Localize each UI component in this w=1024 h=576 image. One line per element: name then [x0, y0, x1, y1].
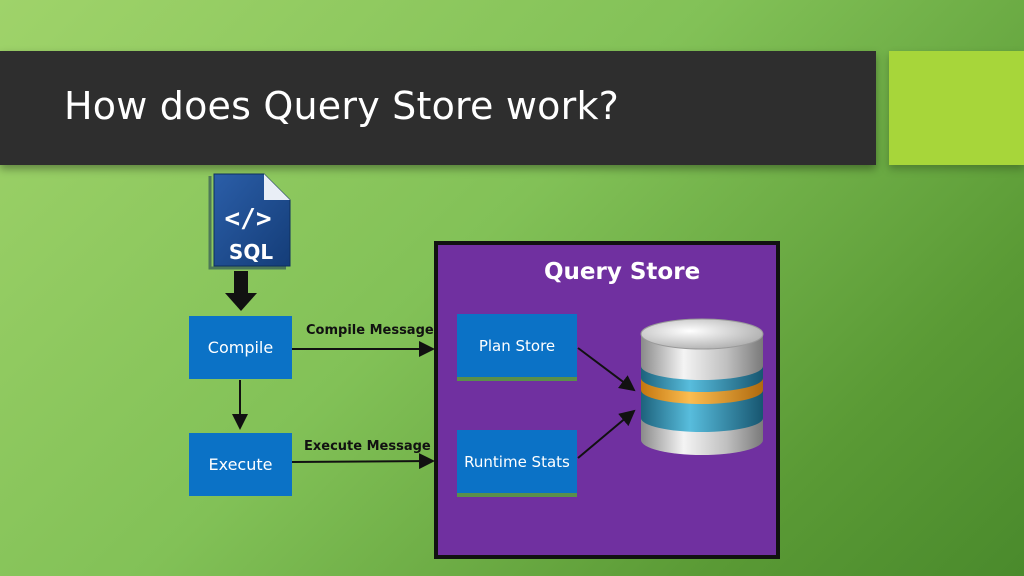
query-store-title: Query Store [544, 259, 701, 285]
plan-store-box: Plan Store [457, 314, 577, 381]
compile-message-label: Compile Message [306, 323, 434, 338]
compile-box: Compile [189, 316, 292, 379]
runtime-stats-box: Runtime Stats [457, 430, 577, 497]
database-cylinder-icon [640, 318, 764, 455]
runtime-stats-to-db-arrow [577, 409, 636, 459]
sql-file-icon: </> SQL [208, 173, 291, 270]
accent-square [889, 51, 1024, 165]
execute-message-arrow [291, 453, 435, 470]
sql-label: SQL [229, 240, 273, 264]
code-glyph: </> [225, 204, 272, 234]
down-arrow-icon [225, 271, 257, 311]
execute-box: Execute [189, 433, 292, 496]
execute-message-label: Execute Message [304, 439, 431, 454]
slide-title: How does Query Store work? [64, 84, 620, 128]
plan-store-to-db-arrow [577, 347, 636, 392]
title-bar [0, 51, 876, 165]
